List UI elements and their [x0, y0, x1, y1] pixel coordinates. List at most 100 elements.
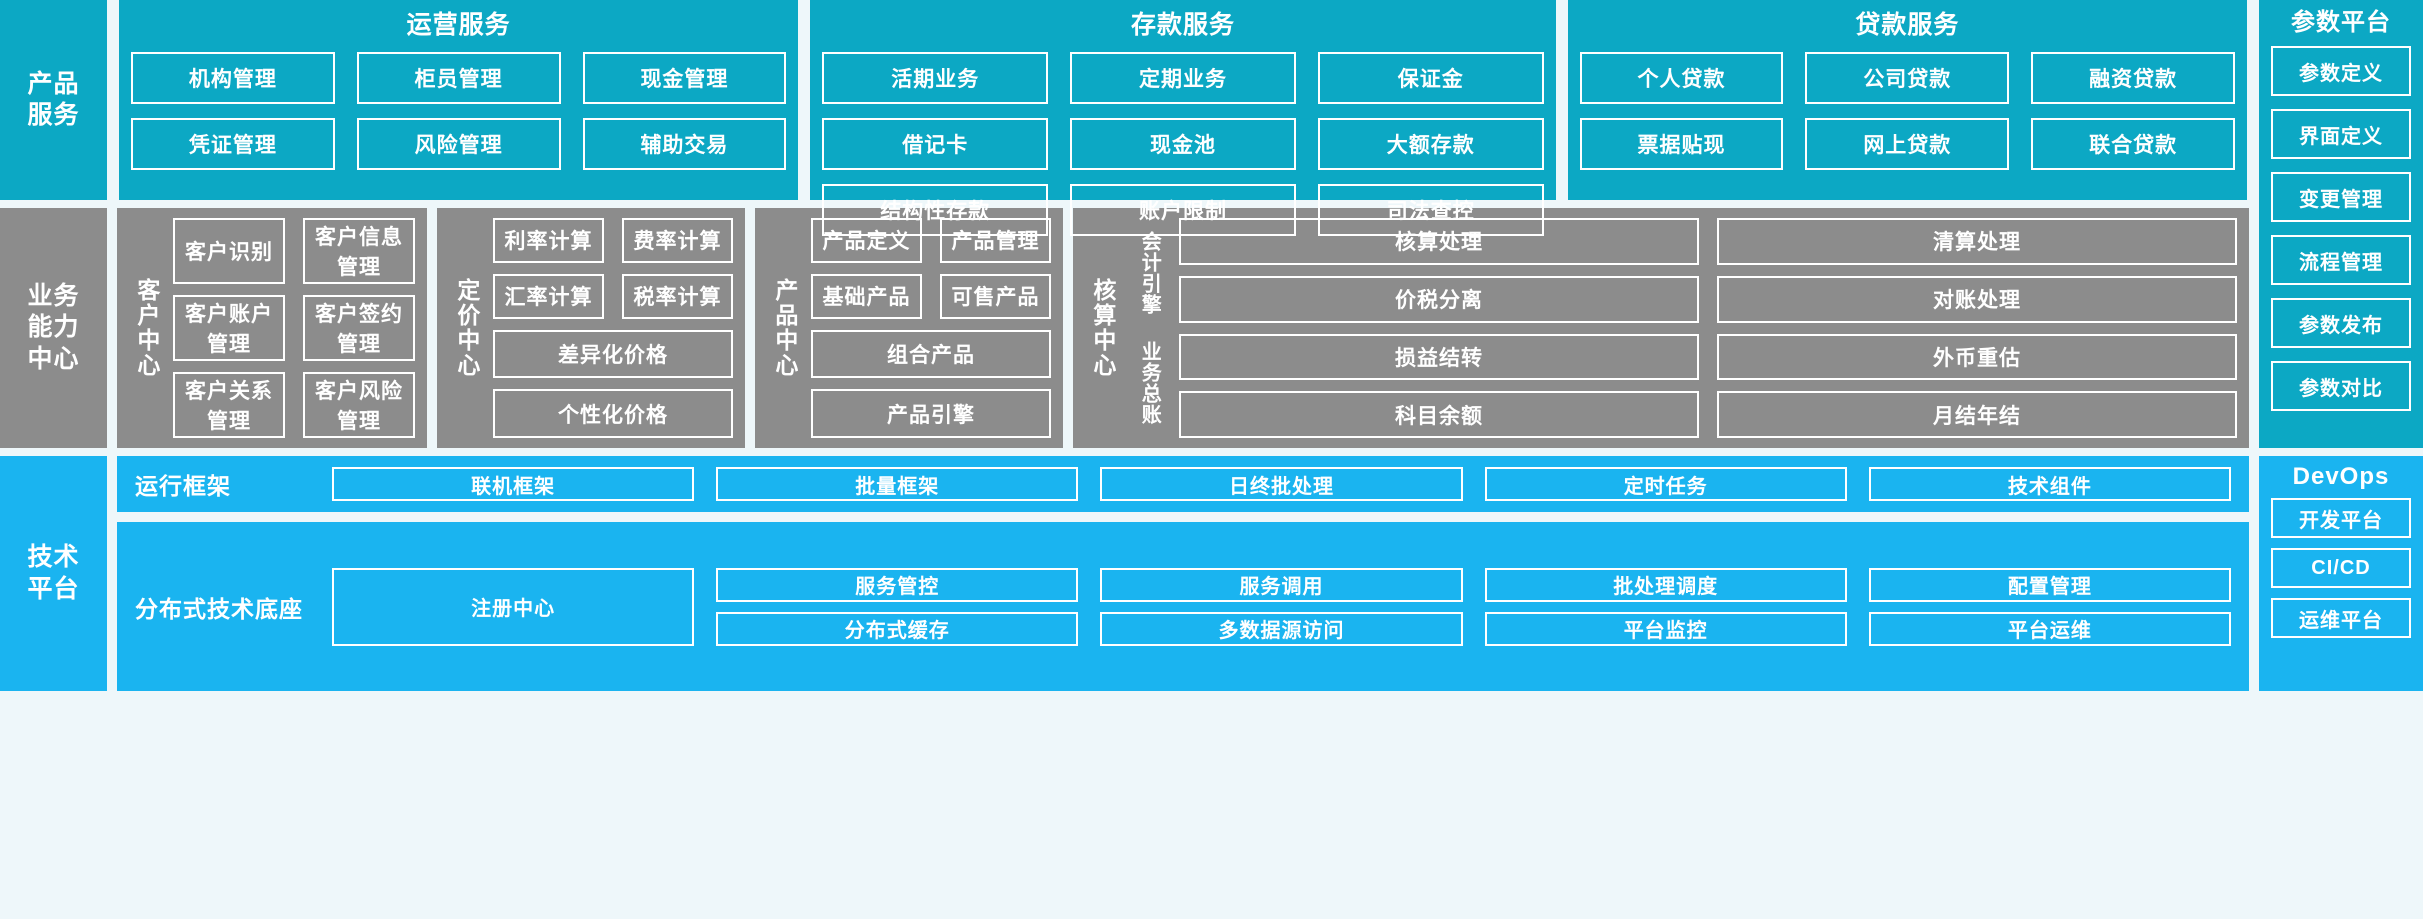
tech-cell[interactable]: 多数据源访问	[1100, 611, 1463, 646]
tech-cell[interactable]: 批处理调度	[1484, 567, 1847, 602]
parameter-item[interactable]: 变更管理	[2270, 172, 2411, 223]
center-accounting-sublabel-engine: 会计引擎	[1138, 231, 1161, 315]
group-loan-services-grid: 个人贷款 公司贷款 融资贷款 票据贴现 网上贷款 联合贷款	[1579, 51, 2235, 170]
devops-item[interactable]: 运维平台	[2271, 598, 2411, 639]
layer-product-services: 产品 服务 运营服务 机构管理 柜员管理 现金管理 凭证管理 风险管理 辅助交易…	[0, 0, 2423, 448]
service-cell[interactable]: 现金管理	[582, 51, 787, 104]
service-cell[interactable]: 定期业务	[1070, 51, 1296, 104]
center-row: 利率计算 费率计算	[493, 218, 733, 263]
service-cell[interactable]: 辅助交易	[582, 117, 787, 170]
service-cell[interactable]: 网上贷款	[1805, 117, 2010, 170]
capability-cell[interactable]: 月结年结	[1717, 391, 2237, 438]
service-cell[interactable]: 机构管理	[131, 51, 335, 104]
capability-cell[interactable]: 客户签约管理	[303, 295, 415, 361]
capability-cell[interactable]: 可售产品	[940, 273, 1051, 319]
service-cell[interactable]: 保证金	[1317, 51, 1544, 104]
center-pricing-body: 利率计算 费率计算 汇率计算 税率计算 差异化价格 个性化价格	[493, 218, 733, 438]
tech-cell[interactable]: 日终批处理	[1100, 467, 1463, 501]
service-cell[interactable]: 风险管理	[356, 117, 561, 170]
center-customer-label: 客户中心	[133, 278, 160, 378]
center-accounting-body: 核算处理 清算处理 价税分离 对账处理 损益结转 外币重估 科目余额 月结年结	[1179, 218, 2237, 438]
capability-cell[interactable]: 产品引擎	[811, 389, 1051, 438]
service-cell[interactable]: 个人贷款	[1579, 51, 1784, 104]
service-cell[interactable]: 融资贷款	[2031, 51, 2235, 104]
rail-product-services: 产品 服务	[0, 0, 107, 200]
parameter-item[interactable]: 参数定义	[2270, 46, 2411, 97]
capability-cell[interactable]: 客户信息管理	[303, 218, 415, 284]
capability-cell[interactable]: 清算处理	[1717, 218, 2237, 265]
capability-cell[interactable]: 价税分离	[1179, 275, 1699, 323]
center-accounting: 核算中心 会计引擎 业务总账 核算处理 清算处理 价税分离 对账处理 损益结转 …	[1073, 208, 2249, 448]
capability-cell[interactable]: 损益结转	[1179, 333, 1699, 381]
center-row: 科目余额 月结年结	[1179, 391, 2237, 438]
capability-cell[interactable]: 客户关系管理	[173, 372, 285, 438]
capability-cell[interactable]: 利率计算	[493, 218, 604, 263]
center-row: 损益结转 外币重估	[1179, 333, 2237, 381]
tech-strip-base-label: 分布式技术底座	[135, 595, 303, 622]
service-cell[interactable]: 借记卡	[822, 117, 1049, 170]
capability-cell[interactable]: 个性化价格	[493, 389, 733, 438]
capability-cell[interactable]: 外币重估	[1717, 333, 2237, 381]
group-deposit-services-grid: 活期业务 定期业务 保证金 借记卡 现金池 大额存款 结构性存款 账户限制 司法…	[822, 51, 1544, 236]
tech-cell[interactable]: 批量框架	[716, 467, 1079, 501]
service-cell[interactable]: 大额存款	[1317, 117, 1544, 170]
rail-product-services-label: 产品 服务	[27, 69, 80, 129]
tech-cell[interactable]: 平台运维	[1868, 611, 2231, 646]
devops-item[interactable]: 开发平台	[2271, 498, 2411, 539]
tech-cell[interactable]: 联机框架	[332, 467, 695, 501]
tech-cell[interactable]: 平台监控	[1484, 611, 1847, 646]
capability-cell[interactable]: 核算处理	[1179, 218, 1699, 265]
center-row: 汇率计算 税率计算	[493, 273, 733, 319]
group-operation-services-grid: 机构管理 柜员管理 现金管理 凭证管理 风险管理 辅助交易	[131, 51, 787, 170]
tech-cell[interactable]: 技术组件	[1868, 467, 2231, 501]
service-cell[interactable]: 联合贷款	[2031, 117, 2235, 170]
parameter-item[interactable]: 流程管理	[2270, 235, 2411, 286]
parameter-item[interactable]: 界面定义	[2270, 109, 2411, 160]
tech-strip-runtime-framework: 运行框架 联机框架 批量框架 日终批处理 定时任务 技术组件	[117, 456, 2249, 512]
capability-cell[interactable]: 对账处理	[1717, 275, 2237, 323]
capability-cell[interactable]: 税率计算	[622, 273, 733, 319]
tech-cell[interactable]: 服务管控	[716, 567, 1079, 602]
capability-cell[interactable]: 产品管理	[940, 218, 1051, 263]
service-cell[interactable]: 活期业务	[822, 51, 1049, 104]
center-pricing: 定价中心 利率计算 费率计算 汇率计算 税率计算 差异化价格 个性化价格	[437, 208, 745, 448]
center-row: 核算处理 清算处理	[1179, 218, 2237, 265]
capability-cell[interactable]: 客户识别	[173, 218, 285, 284]
devops-item[interactable]: CI/CD	[2271, 548, 2411, 589]
tech-cell[interactable]: 分布式缓存	[716, 611, 1079, 646]
service-cell[interactable]: 票据贴现	[1579, 117, 1784, 170]
tech-cell-registry[interactable]: 注册中心	[332, 567, 695, 646]
service-cell[interactable]: 结构性存款	[822, 183, 1049, 236]
rail-business-capability: 业务 能力 中心	[0, 208, 107, 448]
center-customer: 客户中心 客户识别 客户信息管理 客户账户管理 客户签约管理 客户关系管理 客户…	[117, 208, 427, 448]
tech-platform-main: 运行框架 联机框架 批量框架 日终批处理 定时任务 技术组件 分布式技术底座 注…	[117, 456, 2249, 691]
tech-cell[interactable]: 服务调用	[1100, 567, 1463, 602]
capability-cell[interactable]: 基础产品	[811, 273, 922, 319]
service-cell[interactable]: 现金池	[1070, 117, 1296, 170]
parameter-platform-title: 参数平台	[2290, 9, 2391, 36]
capability-cell[interactable]: 汇率计算	[493, 273, 604, 319]
service-cell[interactable]: 司法查控	[1317, 183, 1544, 236]
capability-cell[interactable]: 费率计算	[622, 218, 733, 263]
group-loan-services: 贷款服务 个人贷款 公司贷款 融资贷款 票据贴现 网上贷款 联合贷款	[1567, 0, 2247, 200]
parameter-item[interactable]: 参数发布	[2270, 298, 2411, 349]
service-cell[interactable]: 柜员管理	[356, 51, 561, 104]
center-product-body: 产品定义 产品管理 基础产品 可售产品 组合产品 产品引擎	[811, 218, 1051, 438]
capability-cell[interactable]: 组合产品	[811, 329, 1051, 379]
service-cell[interactable]: 公司贷款	[1805, 51, 2010, 104]
capability-cell[interactable]: 科目余额	[1179, 391, 1699, 438]
tech-cell[interactable]: 定时任务	[1484, 467, 1847, 501]
center-accounting-label: 核算中心	[1089, 278, 1116, 378]
service-cell[interactable]: 凭证管理	[131, 117, 335, 170]
group-devops: DevOps 开发平台 CI/CD 运维平台	[2259, 456, 2423, 691]
capability-cell[interactable]: 客户账户管理	[173, 295, 285, 361]
center-customer-body: 客户识别 客户信息管理 客户账户管理 客户签约管理 客户关系管理 客户风险管理	[173, 218, 415, 438]
service-cell[interactable]: 账户限制	[1070, 183, 1296, 236]
capability-cell[interactable]: 客户风险管理	[303, 372, 415, 438]
center-row: 客户账户管理 客户签约管理	[173, 295, 415, 361]
parameter-item[interactable]: 参数对比	[2270, 361, 2411, 412]
tech-cell[interactable]: 配置管理	[1868, 567, 2231, 602]
capability-cell[interactable]: 差异化价格	[493, 329, 733, 379]
capability-cell[interactable]: 产品定义	[811, 218, 922, 263]
